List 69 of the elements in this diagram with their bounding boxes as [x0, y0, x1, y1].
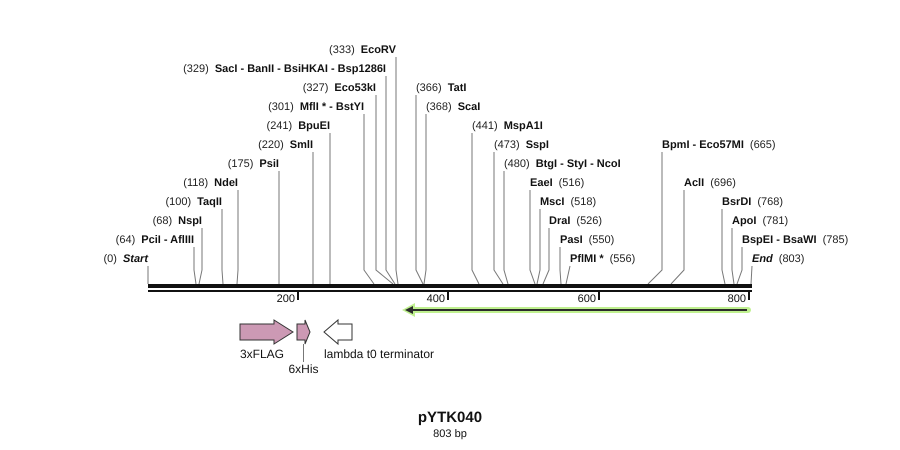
- restriction-site-label: (0) Start: [103, 252, 148, 266]
- leader-line: [364, 114, 374, 284]
- leader-line: [386, 76, 396, 284]
- restriction-site-label: (441) MspA1I: [472, 119, 543, 133]
- feature-block: [240, 319, 294, 345]
- leader-line: [560, 246, 562, 284]
- restriction-site-label: (118) NdeI: [183, 176, 238, 190]
- restriction-site-label: (473) SspI: [494, 138, 549, 152]
- restriction-site-label: PasI (550): [560, 233, 614, 247]
- feature-block: [323, 318, 352, 346]
- restriction-site-label: (100) TaqII: [165, 195, 222, 209]
- leader-line: [376, 94, 394, 284]
- restriction-site-label: (333) EcoRV: [329, 43, 396, 57]
- leader-line: [732, 228, 734, 284]
- leader-line: [198, 228, 202, 284]
- restriction-site-label: (327) Eco53kI: [302, 81, 376, 95]
- leader-line: [566, 266, 570, 284]
- restriction-site-label: (220) SmlI: [258, 138, 313, 152]
- leader-line: [648, 152, 662, 284]
- scale-label: 800: [728, 293, 746, 306]
- sequence-length: 803 bp: [433, 428, 467, 441]
- restriction-site-label: (64) PciI - AflIII: [116, 233, 194, 247]
- restriction-site-label: BsrDI (768): [722, 195, 784, 209]
- restriction-site-label: (175) PsiI: [228, 157, 279, 171]
- restriction-site-label: MscI (518): [540, 195, 596, 209]
- feature-label: 6xHis: [288, 362, 318, 376]
- leader-line: [303, 344, 304, 362]
- restriction-site-label: PflMI * (556): [570, 252, 636, 266]
- sequence-bar: [148, 284, 752, 292]
- scale-label: 600: [578, 293, 596, 306]
- restriction-site-label: (241) BpuEI: [266, 119, 330, 133]
- leader-line: [530, 190, 536, 284]
- restriction-site-label: (368) ScaI: [426, 100, 480, 114]
- leader-line: [424, 114, 426, 284]
- feature-arrow: [402, 303, 751, 317]
- title: pYTK040: [418, 409, 482, 427]
- restriction-site-label: (301) MflI * - BstYI: [268, 100, 364, 114]
- leader-line: [736, 246, 742, 284]
- feature-block: [296, 320, 311, 344]
- restriction-site-label: (480) BtgI - StyI - NcoI: [504, 157, 621, 171]
- feature-label: lambda t0 terminator: [324, 347, 434, 361]
- leader-line: [194, 246, 196, 284]
- restriction-site-label: (366) TatI: [416, 81, 466, 95]
- restriction-site-label: DraI (526): [549, 214, 602, 228]
- restriction-site-label: (68) NspI: [152, 214, 202, 228]
- restriction-site-label: AclI (696): [684, 176, 736, 190]
- leader-line: [396, 56, 398, 284]
- leader-line: [670, 190, 684, 284]
- restriction-site-label: End (803): [752, 252, 804, 266]
- leader-line: [222, 208, 224, 284]
- leader-line: [312, 152, 314, 284]
- restriction-site-label: BpmI - Eco57MI (665): [662, 138, 776, 152]
- leader-line: [494, 152, 504, 284]
- restriction-site-label: ApoI (781): [732, 214, 788, 228]
- leader-line: [278, 170, 280, 284]
- leader-line: [504, 170, 508, 284]
- leader-line: [750, 266, 752, 284]
- leader-line: [722, 208, 726, 284]
- restriction-site-label: EaeI (516): [530, 176, 584, 190]
- restriction-site-label: (329) SacI - BanII - BsiHKAI - Bsp1286I: [183, 62, 386, 76]
- leader-line: [536, 208, 540, 284]
- scale-label: 200: [276, 293, 295, 306]
- feature-label: 3xFLAG: [240, 347, 284, 361]
- leader-line: [416, 94, 424, 284]
- leader-line: [542, 228, 550, 284]
- scale-label: 400: [426, 293, 445, 306]
- leader-line: [472, 132, 480, 284]
- restriction-site-label: BspEI - BsaWI (785): [742, 233, 848, 247]
- leader-line: [236, 190, 238, 284]
